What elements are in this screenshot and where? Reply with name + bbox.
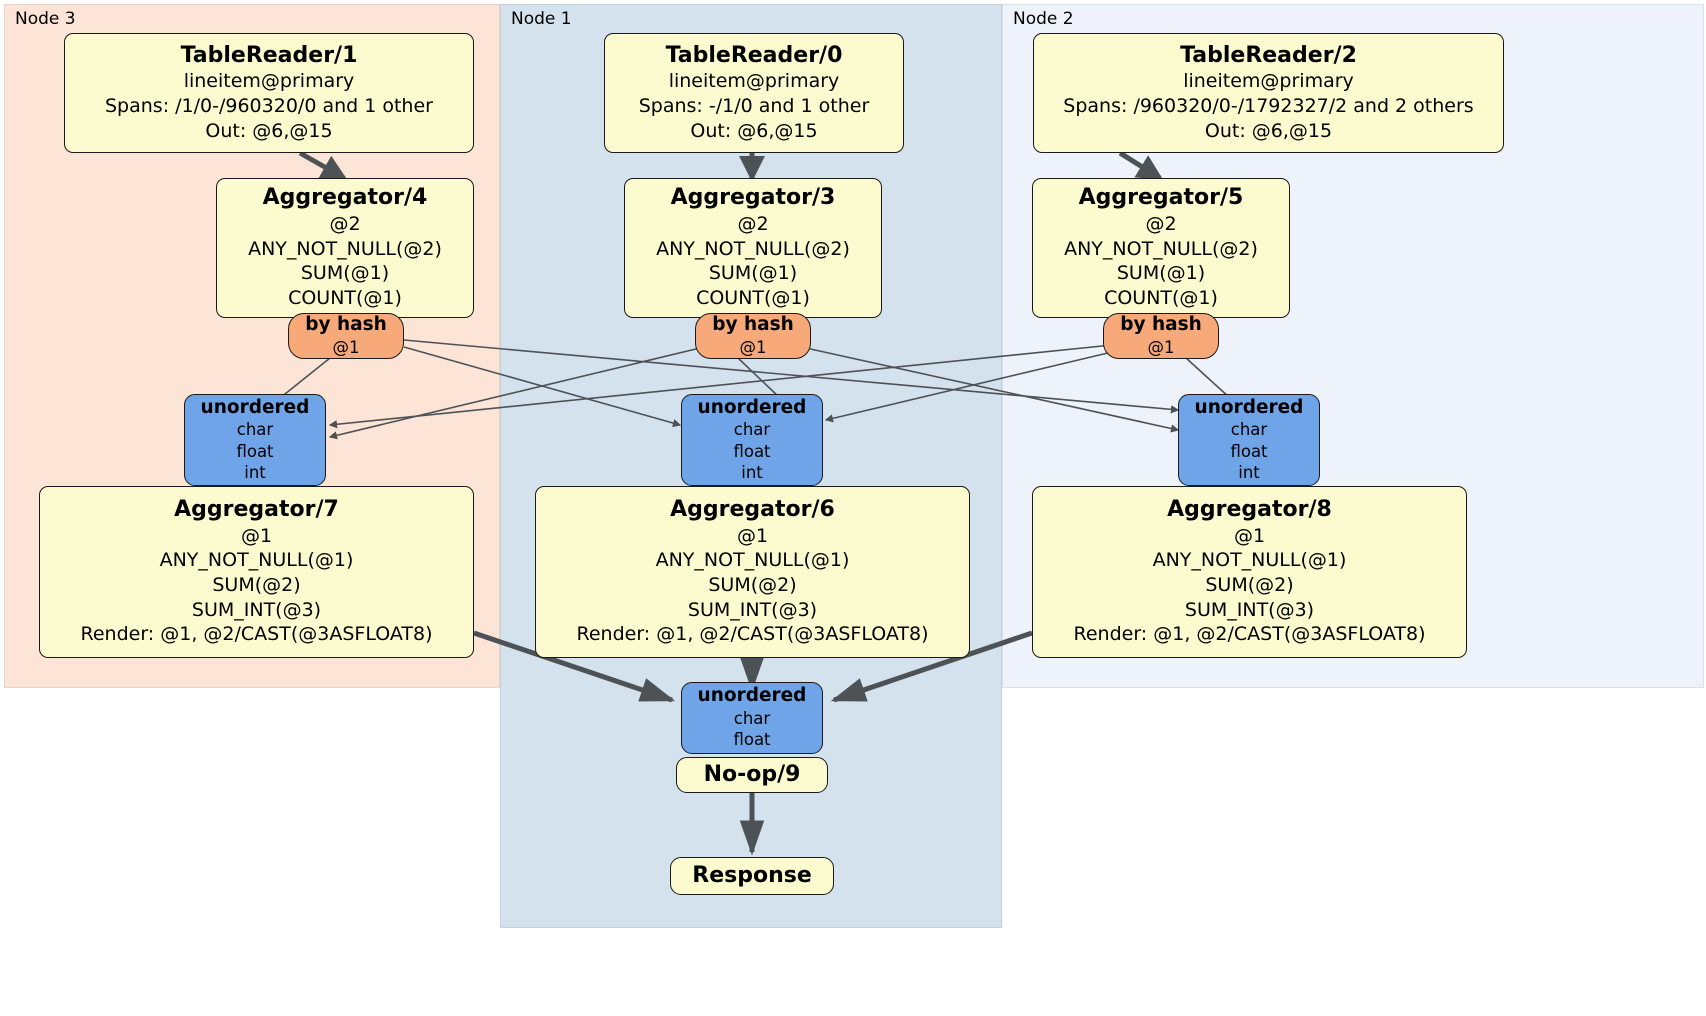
node-line-1: @2: [1145, 213, 1177, 236]
node-line-2: Spans: /1/0-/960320/0 and 1 other: [105, 95, 433, 118]
node-line-3: SUM(@1): [300, 262, 390, 285]
sync-title: unordered: [697, 685, 807, 707]
node-aggregator6[interactable]: Aggregator/6 @1 ANY_NOT_NULL(@1) SUM(@2)…: [535, 486, 970, 658]
node-line-2: Spans: -/1/0 and 1 other: [638, 95, 870, 118]
sync-line-1: char: [1230, 420, 1268, 440]
router-title: by hash: [305, 314, 387, 335]
router-by-hash-left[interactable]: by hash @1: [288, 313, 404, 359]
router-line-1: @1: [1147, 337, 1175, 357]
synchronizer-unordered-right[interactable]: unordered char float int: [1178, 394, 1320, 486]
router-line-1: @1: [739, 337, 767, 357]
sync-title: unordered: [697, 396, 807, 418]
router-line-1: @1: [332, 337, 360, 357]
sync-line-2: float: [236, 441, 274, 461]
node-line-4: COUNT(@1): [696, 287, 810, 310]
node-line-1: lineitem@primary: [183, 70, 355, 93]
node-panel-label-node2: Node 2: [1013, 9, 1074, 29]
node-title: Aggregator/4: [262, 185, 428, 211]
node-line-2: ANY_NOT_NULL(@2): [656, 237, 850, 260]
node-line-3: SUM(@2): [212, 574, 301, 597]
node-line-1: lineitem@primary: [1183, 70, 1354, 93]
node-panel-label-node1: Node 1: [511, 9, 572, 29]
router-by-hash-right[interactable]: by hash @1: [1103, 313, 1219, 359]
sync-line-2: float: [1230, 441, 1268, 461]
node-line-2: ANY_NOT_NULL(@1): [655, 549, 850, 572]
node-line-3: Out: @6,@15: [1204, 119, 1333, 142]
sync-line-2: float: [733, 441, 771, 461]
node-aggregator5[interactable]: Aggregator/5 @2 ANY_NOT_NULL(@2) SUM(@1)…: [1032, 178, 1290, 318]
sync-line-3: int: [244, 463, 266, 482]
node-title: Aggregator/8: [1167, 496, 1332, 522]
node-line-1: @1: [1233, 524, 1266, 547]
node-tablereader0[interactable]: TableReader/0 lineitem@primary Spans: -/…: [604, 33, 904, 153]
node-title: Aggregator/6: [670, 496, 835, 522]
node-line-2: ANY_NOT_NULL(@2): [248, 237, 442, 260]
node-title: Aggregator/5: [1078, 185, 1244, 211]
sync-line-1: char: [733, 708, 771, 728]
node-title: TableReader/1: [180, 42, 358, 68]
node-line-4: SUM_INT(@3): [1184, 598, 1315, 621]
node-line-3: SUM(@2): [708, 574, 797, 597]
synchronizer-unordered-center[interactable]: unordered char float int: [681, 394, 823, 486]
node-title: TableReader/2: [1180, 42, 1357, 68]
synchronizer-unordered-left[interactable]: unordered char float int: [184, 394, 326, 486]
node-title: Response: [692, 862, 812, 888]
sync-title: unordered: [200, 396, 310, 418]
node-line-3: Out: @6,@15: [205, 119, 333, 142]
sync-line-1: char: [733, 420, 771, 440]
node-line-5: Render: @1, @2/CAST(@3ASFLOAT8): [1073, 623, 1426, 646]
sync-line-3: int: [741, 463, 763, 482]
node-line-1: @1: [240, 524, 273, 547]
node-line-3: SUM(@1): [1116, 262, 1206, 285]
node-tablereader1[interactable]: TableReader/1 lineitem@primary Spans: /1…: [64, 33, 474, 153]
node-line-3: SUM(@1): [708, 262, 798, 285]
router-by-hash-center[interactable]: by hash @1: [695, 313, 811, 359]
node-title: Aggregator/7: [174, 496, 339, 522]
node-line-1: lineitem@primary: [668, 70, 840, 93]
node-line-2: ANY_NOT_NULL(@2): [1064, 237, 1258, 260]
node-aggregator7[interactable]: Aggregator/7 @1 ANY_NOT_NULL(@1) SUM(@2)…: [39, 486, 474, 658]
node-line-5: Render: @1, @2/CAST(@3ASFLOAT8): [576, 623, 929, 646]
router-title: by hash: [1120, 314, 1202, 335]
node-line-1: @2: [329, 213, 361, 236]
router-title: by hash: [712, 314, 794, 335]
node-line-4: SUM_INT(@3): [687, 598, 818, 621]
node-line-3: SUM(@2): [1205, 574, 1294, 597]
node-line-3: Out: @6,@15: [690, 119, 818, 142]
node-line-4: COUNT(@1): [288, 287, 402, 310]
node-aggregator3[interactable]: Aggregator/3 @2 ANY_NOT_NULL(@2) SUM(@1)…: [624, 178, 882, 318]
node-line-1: @1: [736, 524, 769, 547]
sync-title: unordered: [1194, 396, 1304, 418]
node-line-2: ANY_NOT_NULL(@1): [159, 549, 354, 572]
node-aggregator8[interactable]: Aggregator/8 @1 ANY_NOT_NULL(@1) SUM(@2)…: [1032, 486, 1467, 658]
sync-line-2: float: [733, 730, 771, 750]
node-tablereader2[interactable]: TableReader/2 lineitem@primary Spans: /9…: [1033, 33, 1504, 153]
node-title: No-op/9: [703, 761, 801, 787]
sync-line-3: int: [1238, 463, 1260, 482]
sync-line-1: char: [236, 420, 274, 440]
node-line-4: SUM_INT(@3): [191, 598, 322, 621]
node-line-1: @2: [737, 213, 769, 236]
node-line-2: Spans: /960320/0-/1792327/2 and 2 others: [1063, 95, 1474, 118]
node-title: TableReader/0: [665, 42, 843, 68]
synchronizer-unordered-final[interactable]: unordered char float: [681, 682, 823, 754]
node-line-4: COUNT(@1): [1104, 287, 1218, 310]
node-aggregator4[interactable]: Aggregator/4 @2 ANY_NOT_NULL(@2) SUM(@1)…: [216, 178, 474, 318]
node-line-2: ANY_NOT_NULL(@1): [1152, 549, 1347, 572]
node-panel-label-node3: Node 3: [15, 9, 76, 29]
node-response[interactable]: Response: [670, 857, 834, 895]
node-line-5: Render: @1, @2/CAST(@3ASFLOAT8): [80, 623, 433, 646]
node-noop9[interactable]: No-op/9: [676, 757, 828, 793]
node-title: Aggregator/3: [670, 185, 836, 211]
